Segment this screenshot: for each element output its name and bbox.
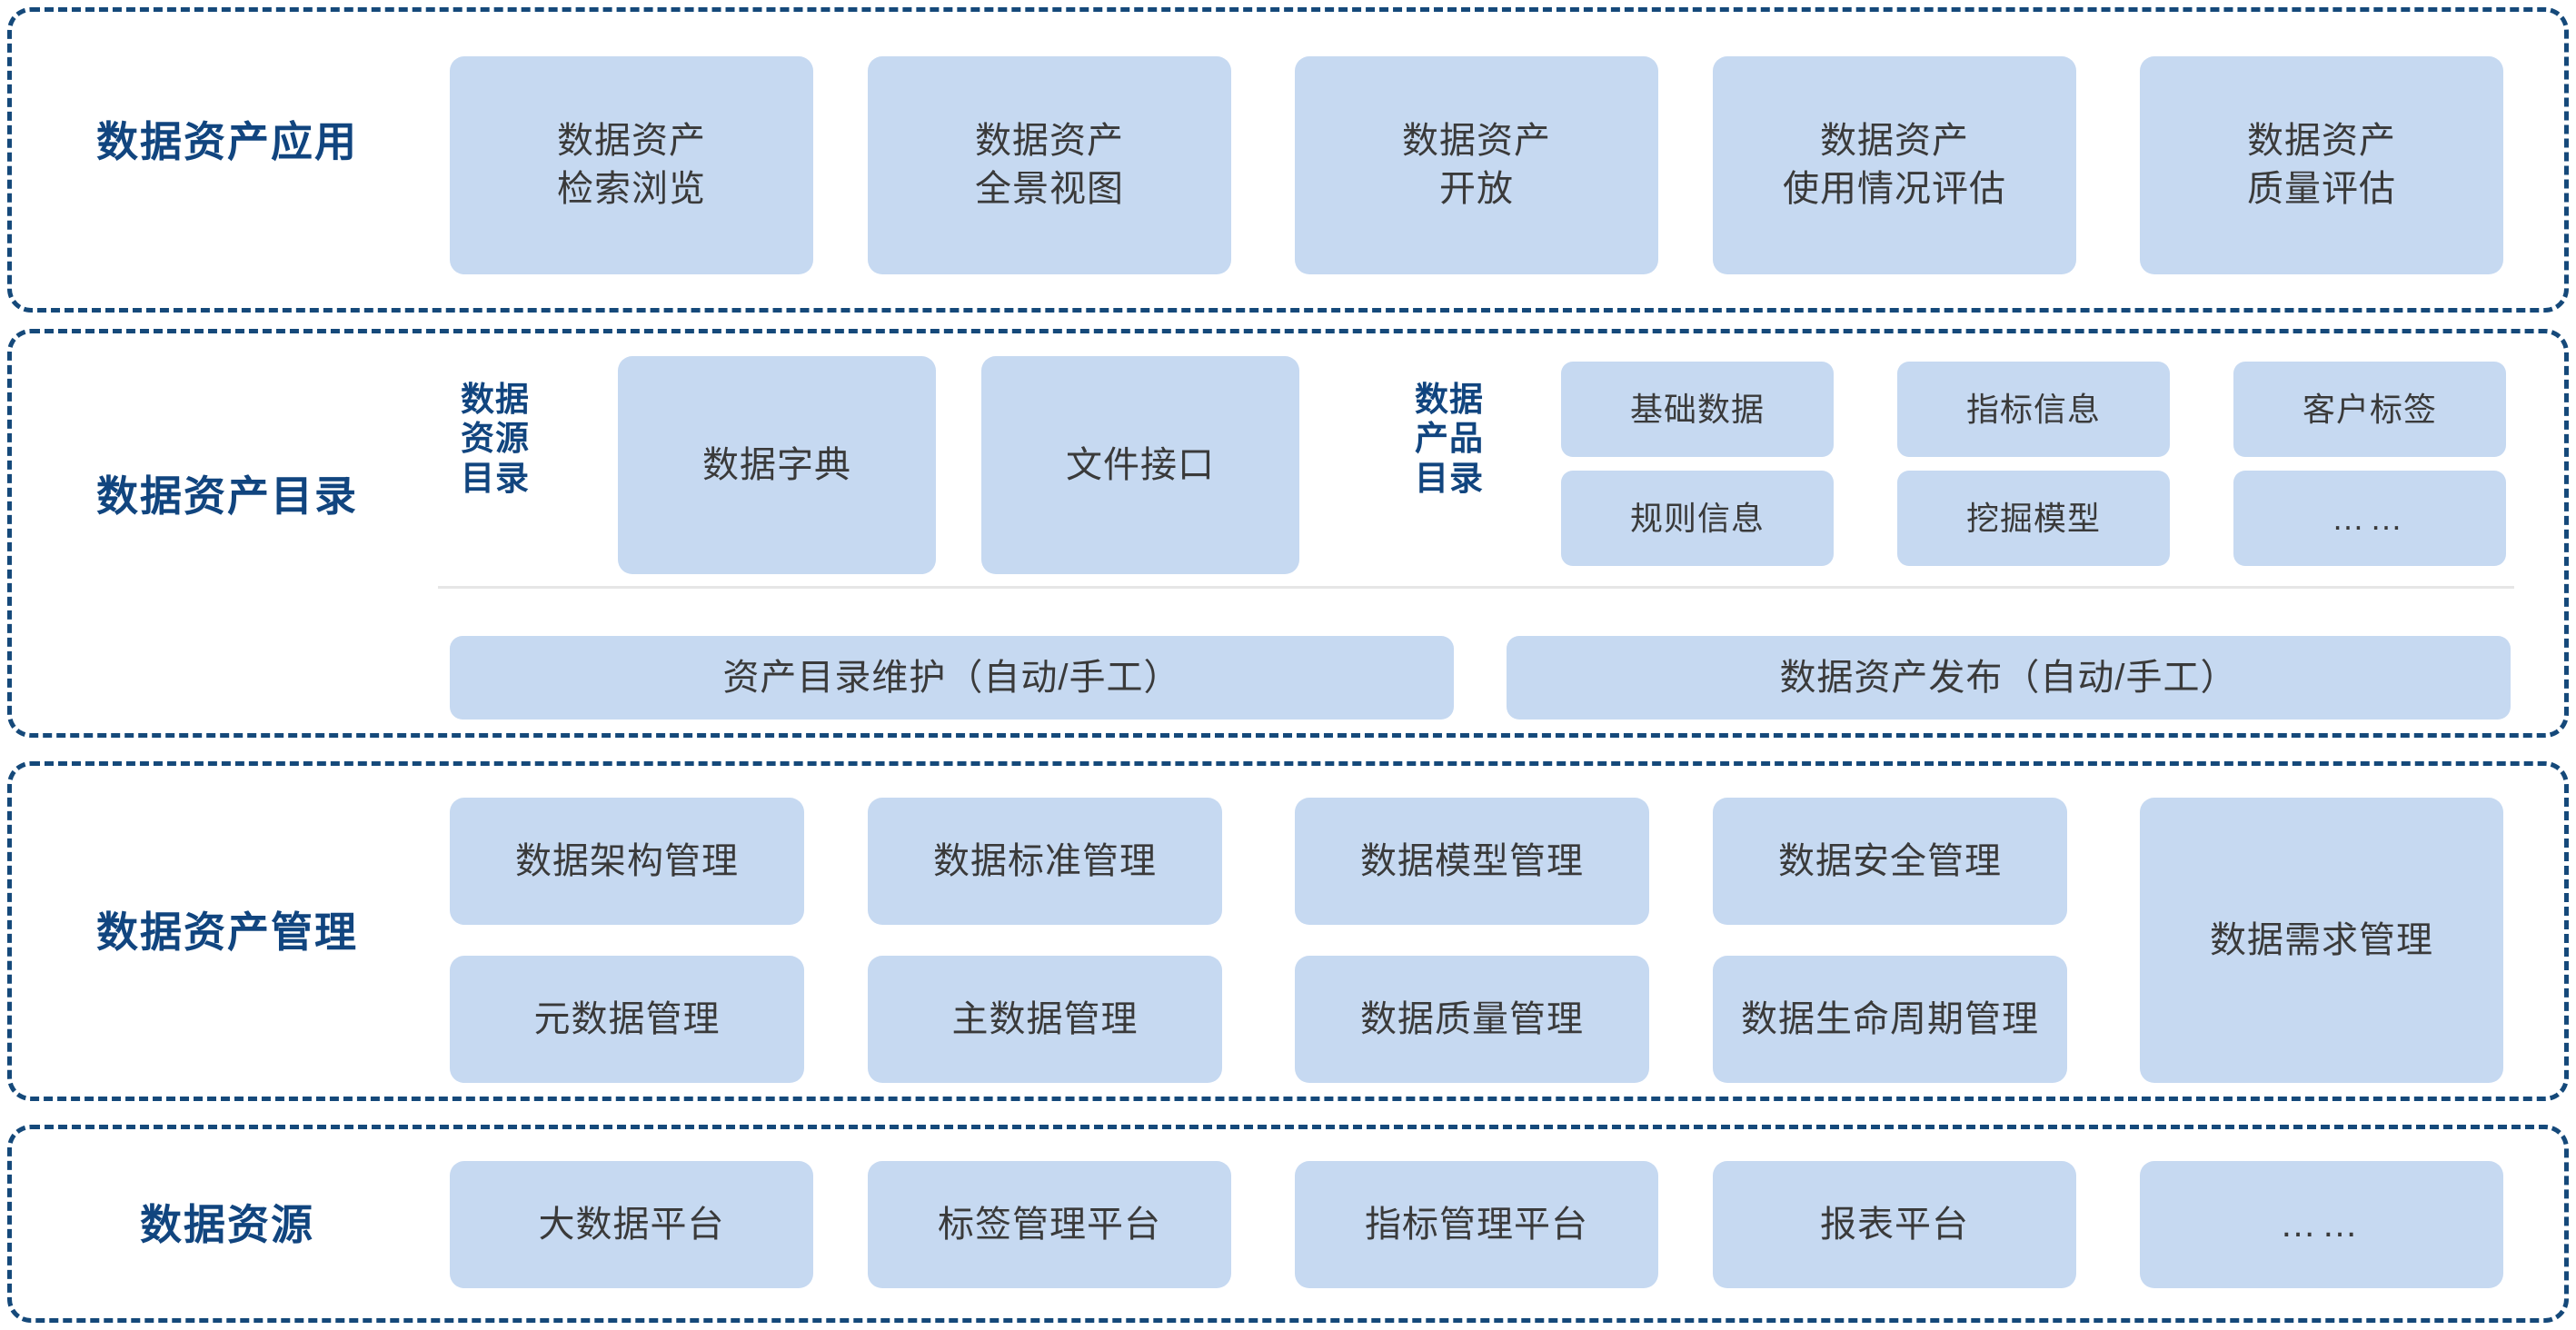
card-data-lifecycle-management[interactable]: 数据生命周期管理	[1713, 956, 2067, 1083]
bar-catalog-maintenance[interactable]: 资产目录维护（自动/手工）	[450, 636, 1454, 720]
card-data-architecture-management[interactable]: 数据架构管理	[450, 798, 804, 925]
card-indicator-info[interactable]: 指标信息	[1897, 362, 2170, 457]
card-asset-search-browse[interactable]: 数据资产 检索浏览	[450, 56, 813, 274]
layer-title-resource: 数据资源	[140, 1201, 314, 1248]
sublabel-data-resource-catalog: 数据 资源 目录	[461, 380, 530, 497]
card-rule-info[interactable]: 规则信息	[1561, 471, 1834, 566]
layer-title-catalog: 数据资产目录	[96, 472, 358, 520]
card-data-security-management[interactable]: 数据安全管理	[1713, 798, 2067, 925]
card-tag-management-platform[interactable]: 标签管理平台	[868, 1161, 1231, 1288]
card-data-model-management[interactable]: 数据模型管理	[1295, 798, 1649, 925]
sublabel-data-product-catalog: 数据 产品 目录	[1415, 380, 1484, 497]
card-metadata-management[interactable]: 元数据管理	[450, 956, 804, 1083]
card-catalog-more[interactable]: ……	[2233, 471, 2506, 566]
card-basic-data[interactable]: 基础数据	[1561, 362, 1834, 457]
bar-asset-publish[interactable]: 数据资产发布（自动/手工）	[1507, 636, 2511, 720]
card-resource-more[interactable]: ……	[2140, 1161, 2503, 1288]
card-file-interface[interactable]: 文件接口	[981, 356, 1299, 574]
card-asset-open[interactable]: 数据资产 开放	[1295, 56, 1658, 274]
card-bigdata-platform[interactable]: 大数据平台	[450, 1161, 813, 1288]
card-report-platform[interactable]: 报表平台	[1713, 1161, 2076, 1288]
card-customer-tag[interactable]: 客户标签	[2233, 362, 2506, 457]
card-asset-panorama-view[interactable]: 数据资产 全景视图	[868, 56, 1231, 274]
card-asset-usage-evaluation[interactable]: 数据资产 使用情况评估	[1713, 56, 2076, 274]
card-data-demand-management[interactable]: 数据需求管理	[2140, 798, 2503, 1083]
layer-title-application: 数据资产应用	[96, 118, 358, 165]
card-data-standard-management[interactable]: 数据标准管理	[868, 798, 1222, 925]
card-master-data-management[interactable]: 主数据管理	[868, 956, 1222, 1083]
card-data-quality-management[interactable]: 数据质量管理	[1295, 956, 1649, 1083]
card-indicator-management-platform[interactable]: 指标管理平台	[1295, 1161, 1658, 1288]
catalog-divider	[438, 586, 2514, 589]
card-data-dictionary[interactable]: 数据字典	[618, 356, 936, 574]
layer-title-management: 数据资产管理	[96, 908, 358, 956]
card-mining-model[interactable]: 挖掘模型	[1897, 471, 2170, 566]
card-asset-quality-evaluation[interactable]: 数据资产 质量评估	[2140, 56, 2503, 274]
